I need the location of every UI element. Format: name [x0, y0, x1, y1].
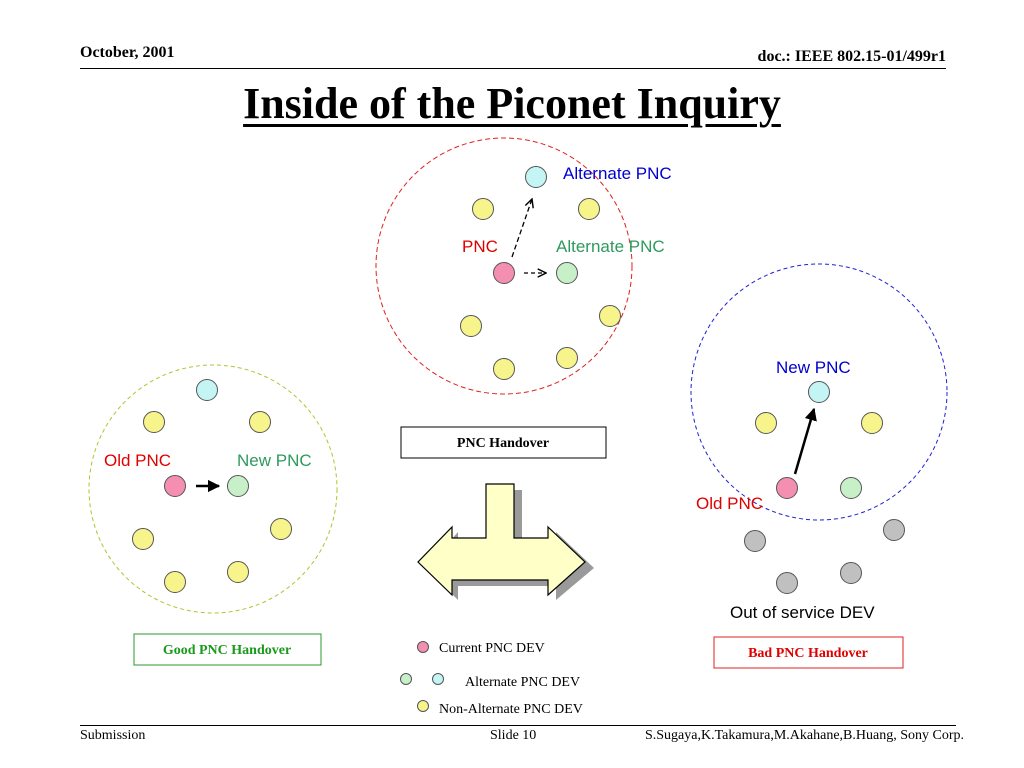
good-old-pnc-label: Old PNC [104, 451, 171, 470]
top-pnc-dev [493, 262, 515, 284]
document-id: doc.: IEEE 802.15-01/499r1 [757, 48, 946, 65]
legend-non-alternate-label: Non-Alternate PNC DEV [439, 702, 583, 717]
legend-alternate-label: Alternate PNC DEV [465, 675, 580, 690]
header-divider [80, 68, 946, 69]
out-of-service-dev [776, 572, 798, 594]
top-arrow-to-cyan [511, 199, 532, 258]
out-of-service-dev [883, 519, 905, 541]
top-alternate-label-1: Alternate PNC [563, 164, 672, 183]
branch-arrow-body [417, 483, 586, 597]
good-non-alternate-dev [132, 528, 154, 550]
bad-handover-arrow [793, 407, 817, 475]
bad-non-alternate-dev [755, 412, 777, 434]
top-non-alternate-dev [599, 305, 621, 327]
top-piconet: Alternate PNC PNC Alternate PNC [375, 137, 672, 395]
legend-alternate-green-swatch [400, 673, 412, 685]
top-non-alternate-dev [578, 198, 600, 220]
out-of-service-dev [840, 562, 862, 584]
legend-current-swatch [417, 641, 429, 653]
bad-non-alternate-dev [861, 412, 883, 434]
bad-new-pnc-dev [808, 381, 830, 403]
good-non-alternate-dev [249, 411, 271, 433]
bad-old-pnc-dev [776, 477, 798, 499]
top-non-alternate-dev [460, 315, 482, 337]
footer-submission: Submission [80, 728, 146, 743]
good-handover-box [133, 633, 322, 666]
good-non-alternate-dev [143, 411, 165, 433]
top-non-alternate-dev [493, 358, 515, 380]
bad-handover-caption: Bad PNC Handover [748, 646, 868, 661]
slide-title: Inside of the Piconet Inquiry [243, 79, 781, 128]
top-non-alternate-dev [556, 347, 578, 369]
top-alternate-green-dev [556, 262, 578, 284]
good-alternate-cyan-dev [196, 379, 218, 401]
bad-old-pnc-label: Old PNC [696, 494, 763, 513]
good-new-pnc-label: New PNC [237, 451, 312, 470]
good-non-alternate-dev [227, 561, 249, 583]
good-piconet: Old PNC New PNC [88, 364, 338, 614]
good-non-alternate-dev [270, 518, 292, 540]
header-date: October, 2001 [80, 44, 175, 61]
bad-new-pnc-label: New PNC [776, 358, 851, 377]
branch-arrow [417, 483, 594, 600]
good-new-pnc-dev [227, 475, 249, 497]
out-of-service-label: Out of service DEV [730, 603, 875, 622]
pnc-handover-box [400, 426, 607, 459]
good-old-pnc-dev [164, 475, 186, 497]
footer-slide-number: Slide 10 [490, 728, 537, 743]
bad-piconet-boundary [690, 263, 948, 521]
footer-authors: S.Sugaya,K.Takamura,M.Akahane,B.Huang, S… [644, 728, 964, 743]
legend: Current PNC DEV Alternate PNC DEV Non-Al… [400, 641, 583, 717]
out-of-service-dev [744, 530, 766, 552]
top-non-alternate-dev [472, 198, 494, 220]
good-piconet-boundary [88, 364, 338, 614]
top-alternate-label-2: Alternate PNC [556, 237, 665, 256]
good-non-alternate-dev [164, 571, 186, 593]
legend-non-alternate-swatch [417, 700, 429, 712]
pnc-handover-label: PNC Handover [457, 436, 549, 451]
bad-piconet: New PNC Old PNC Out of service DEV [690, 263, 948, 622]
legend-alternate-cyan-swatch [432, 673, 444, 685]
good-handover-caption: Good PNC Handover [163, 643, 291, 658]
bad-alternate-green-dev [840, 477, 862, 499]
bad-handover-box [713, 636, 904, 669]
top-alternate-cyan-dev [525, 166, 547, 188]
top-piconet-boundary [375, 137, 633, 395]
footer-divider [80, 725, 956, 726]
legend-current-label: Current PNC DEV [439, 641, 545, 656]
top-pnc-label: PNC [462, 237, 498, 256]
